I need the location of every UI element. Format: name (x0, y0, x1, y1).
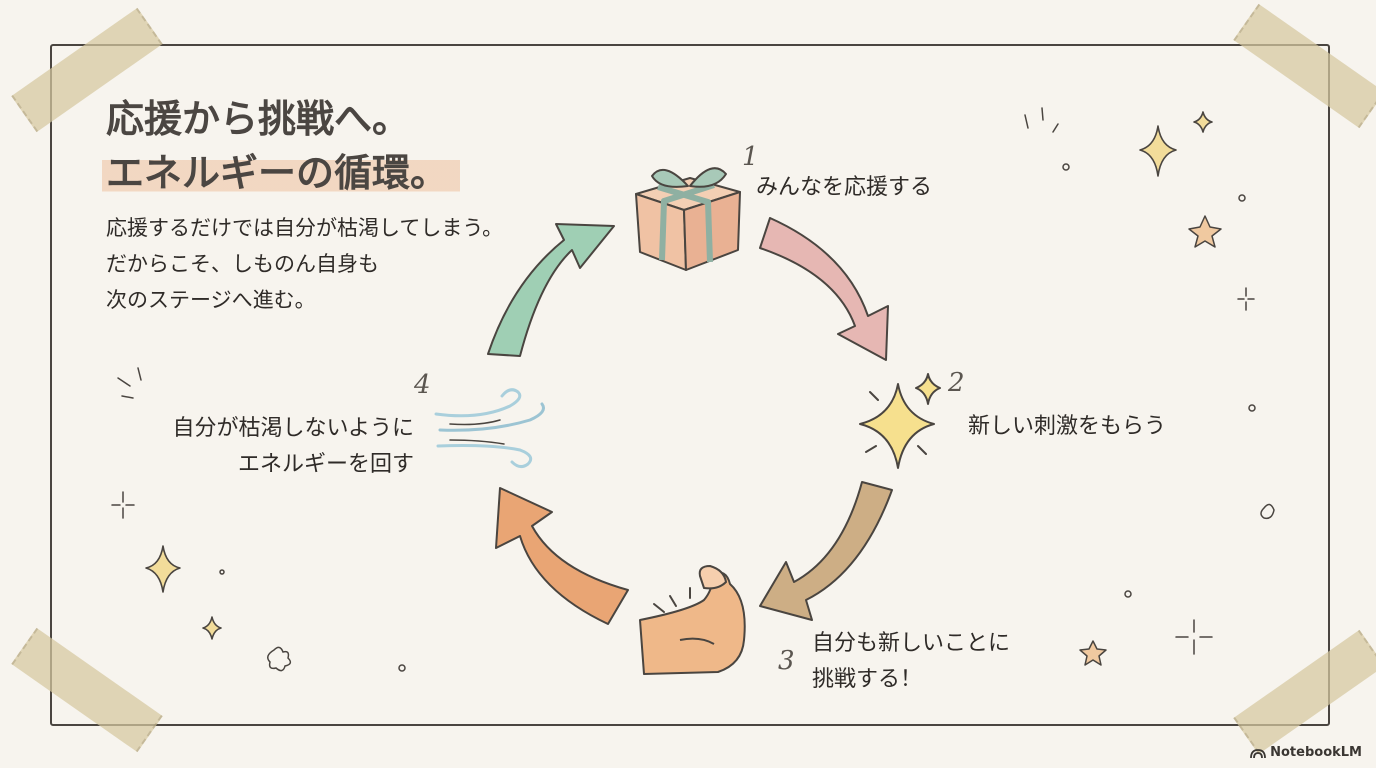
step-label-line: 新しい刺激をもらう (968, 414, 1167, 439)
sparkle-icon (859, 373, 941, 469)
step-1-label: みんなを応援する (756, 170, 932, 206)
description-line: だからこそ、しものん自身も (106, 252, 379, 276)
sparkle-icon (1193, 111, 1213, 133)
notebooklm-logo-icon (1250, 748, 1267, 758)
description-line: 応援するだけでは自分が枯渇してしまう。 (106, 216, 504, 240)
cycle-arrow-to-step-1 (487, 223, 615, 357)
step-number: 1 (742, 142, 759, 172)
description-line: 次のステージへ進む。 (106, 288, 316, 312)
page-title: 応援から挑戦へ。 エネルギーの循環。 (102, 92, 461, 200)
brand-watermark: NotebookLM (1250, 745, 1362, 760)
step-3-label: 自分も新しいことに 挑戦する！ (812, 626, 1010, 698)
sparkle-icon (145, 545, 181, 593)
step-label-line: 挑戦する！ (812, 667, 923, 692)
step-label-line: 自分が枯渇しないように (172, 416, 414, 441)
step-number: 3 (778, 646, 795, 676)
gift-icon (635, 167, 741, 271)
step-number: 4 (414, 370, 431, 400)
star-icon (1188, 215, 1222, 248)
flexed-arm-icon (639, 565, 746, 675)
title-line-2: エネルギーの循環。 (102, 151, 461, 195)
cycle-arrow-to-step-2 (759, 217, 889, 361)
cycle-arrow-to-step-3 (759, 481, 893, 621)
step-number: 2 (948, 368, 965, 398)
step-4-label: 自分が枯渇しないように エネルギーを回す (130, 411, 414, 483)
title-line-1: 応援から挑戦へ。 (106, 97, 411, 141)
brand-label: NotebookLM (1270, 745, 1362, 760)
sparkle-icon (1139, 125, 1177, 177)
wind-icon (434, 388, 545, 469)
sparkle-icon (202, 616, 222, 640)
star-icon (1079, 640, 1107, 666)
step-label-line: エネルギーを回す (237, 452, 414, 477)
step-2-label: 新しい刺激をもらう (968, 409, 1166, 445)
paper-frame (50, 44, 1330, 726)
cycle-arrow-to-step-4 (495, 487, 629, 625)
step-label-line: みんなを応援する (756, 175, 933, 200)
description: 応援するだけでは自分が枯渇してしまう。 だからこそ、しものん自身も 次のステージ… (106, 210, 503, 318)
step-label-line: 自分も新しいことに (812, 631, 1011, 656)
